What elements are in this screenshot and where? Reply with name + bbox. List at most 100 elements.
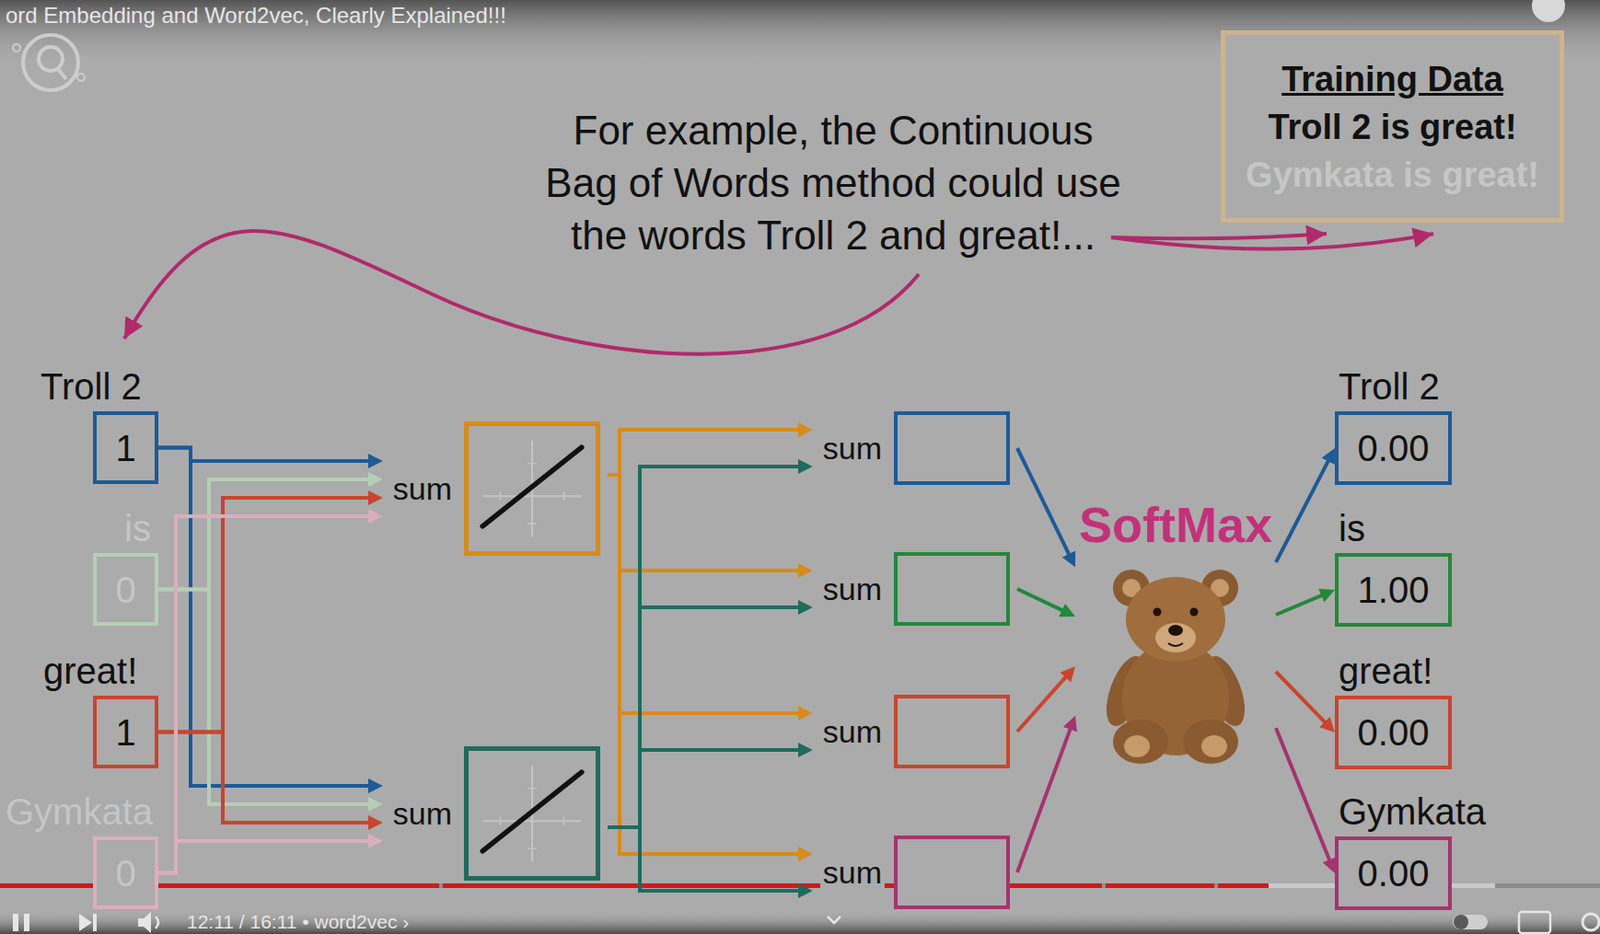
graph-axis — [499, 817, 502, 825]
value: 0 — [115, 852, 136, 895]
chevron-icon — [827, 916, 841, 924]
activation-box — [463, 746, 601, 882]
progress-played — [1217, 883, 1269, 889]
connector — [158, 732, 374, 824]
settings-icon — [1582, 914, 1600, 931]
output-sum-node: sum — [812, 835, 1018, 910]
word-node: Gymkata0 — [5, 790, 159, 910]
hidden-activation-node: sum — [382, 421, 608, 557]
output-sum-node: sum — [812, 552, 1018, 627]
sum-box — [893, 552, 1010, 627]
graph-axis — [528, 847, 536, 850]
graph-axis — [484, 820, 581, 823]
connector — [1275, 672, 1329, 727]
output-word: great! — [1338, 649, 1433, 693]
input-box: 1 — [92, 411, 159, 485]
connector — [158, 448, 374, 788]
teddy-bear-part — [1201, 735, 1228, 758]
progress-played — [0, 883, 440, 889]
input-box: 0 — [92, 553, 159, 627]
word-node: Troll 20.00 — [1334, 365, 1452, 486]
teddy-bear-part — [1155, 623, 1196, 653]
sum-box — [893, 411, 1010, 486]
connector — [1017, 673, 1069, 732]
pause-icon — [23, 914, 30, 932]
output-word: Gymkata — [1338, 790, 1486, 834]
connector — [158, 498, 374, 733]
connector — [1017, 589, 1067, 614]
output-sum-node: sum — [812, 411, 1018, 486]
output-sum-node: sum — [812, 695, 1018, 769]
connector — [607, 475, 804, 714]
input-word: is — [124, 507, 151, 550]
graph-axis — [528, 463, 536, 465]
output-box: 1.00 — [1334, 553, 1452, 627]
teddy-bear-part — [1182, 719, 1239, 765]
player-controls — [12, 912, 1600, 934]
output-box: 0.00 — [1334, 695, 1452, 770]
teddy-bear-part — [1152, 608, 1161, 617]
progress-played — [442, 883, 849, 889]
training-sentence: Troll 2 is great! — [1267, 103, 1517, 151]
info-icon — [1531, 0, 1566, 23]
connector — [1275, 456, 1331, 563]
graph-axis — [528, 788, 536, 790]
softmax-node: SoftMax — [1075, 492, 1276, 771]
bottom-shade — [0, 911, 1600, 934]
connector — [607, 827, 804, 892]
pause-icon — [12, 914, 19, 932]
sum-label: sum — [820, 429, 885, 467]
softmax-label: SoftMax — [1078, 496, 1273, 554]
sum-label: sum — [390, 795, 455, 833]
input-box: 1 — [92, 695, 159, 769]
training-sentence: Gymkata is great! — [1245, 150, 1540, 199]
teddy-bear-part — [1168, 643, 1183, 647]
activation-box — [463, 421, 601, 557]
input-box: 0 — [92, 836, 159, 910]
teddy-bear-part — [1168, 625, 1183, 637]
connector — [607, 475, 804, 571]
heading: Training Data — [1281, 55, 1504, 104]
logo-dot — [77, 73, 85, 82]
channel-logo — [12, 34, 85, 91]
output-word: is — [1338, 507, 1366, 550]
word-node: Gymkata0.00 — [1334, 790, 1486, 911]
graph-axis — [563, 492, 566, 500]
word-node: great!1 — [43, 649, 159, 769]
value: 0 — [115, 568, 136, 612]
next-icon — [92, 914, 97, 932]
word-node: Troll 21 — [40, 365, 159, 485]
connector — [1275, 593, 1327, 615]
connector — [1275, 728, 1332, 866]
connector — [607, 466, 804, 828]
graph-axis — [528, 522, 536, 525]
word-node: is 0 — [92, 507, 159, 627]
value: 0.00 — [1357, 711, 1430, 754]
connector — [607, 607, 804, 828]
video-title: ord Embedding and Word2vec, Clearly Expl… — [5, 2, 507, 29]
sum-label: sum — [820, 854, 885, 892]
connector — [158, 841, 374, 874]
connector — [158, 479, 374, 591]
activation-curve — [482, 447, 582, 527]
teddy-bear — [1083, 553, 1268, 767]
training-data-box: Training DataTroll 2 is great!Gymkata is… — [1220, 30, 1565, 223]
word-node: great! 0.00 — [1334, 649, 1452, 770]
connector — [158, 516, 374, 874]
connector — [1017, 448, 1072, 559]
graph-axis — [484, 495, 581, 498]
input-word: great! — [43, 649, 138, 693]
sum-box — [893, 835, 1010, 910]
caption: For example, the Continuous Bag of Words… — [538, 104, 1128, 262]
connector — [607, 475, 804, 855]
sum-label: sum — [820, 570, 885, 608]
volume-icon — [155, 916, 159, 929]
connector-group — [158, 429, 1332, 892]
logo-stroke — [57, 68, 67, 80]
autoplay-toggle — [1452, 915, 1488, 930]
activation-curve — [482, 772, 582, 852]
graph-axis — [563, 817, 566, 825]
value: 0.00 — [1357, 427, 1430, 470]
sum-label: sum — [820, 713, 885, 751]
teddy-bear-part — [1113, 719, 1169, 765]
